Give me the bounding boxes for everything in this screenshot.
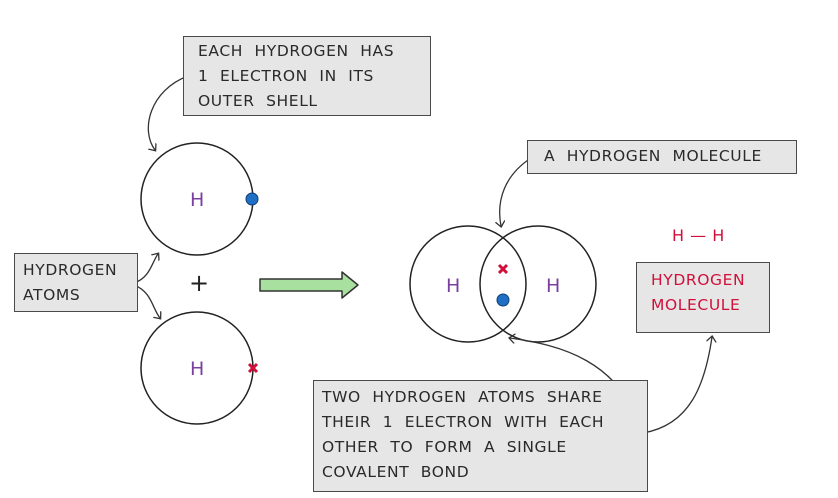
callout-a-hydrogen-molecule: A HYDROGEN MOLECULE [527, 140, 797, 174]
plus-sign: + [189, 269, 209, 297]
reaction-arrow [259, 271, 359, 299]
bottom-atom-electron-cross [247, 362, 259, 374]
callout-two-atoms-share: TWO HYDROGEN ATOMS SHARE THEIR 1 ELECTRO… [313, 380, 648, 492]
callout-line: OTHER TO FORM A SINGLE [322, 438, 567, 456]
callout-line: ATOMS [23, 286, 81, 304]
callout-line: EACH HYDROGEN HAS [198, 42, 395, 60]
molecule-right-shell [479, 225, 597, 343]
arrow-molecule-label-to-shells [500, 157, 532, 226]
molecule-right-label: H [546, 275, 560, 297]
callout-line: A HYDROGEN MOLECULE [544, 147, 762, 165]
arrow-each-to-top-atom [147, 75, 189, 150]
callout-each-hydrogen: EACH HYDROGEN HAS 1 ELECTRON IN ITS OUTE… [183, 36, 431, 116]
callout-line: HYDROGEN [23, 261, 118, 279]
callout-line: HYDROGEN [651, 271, 746, 289]
callout-line: THEIR 1 ELECTRON WITH EACH [322, 413, 605, 431]
bottom-atom-label: H [190, 358, 204, 380]
callout-hydrogen-molecule-red: HYDROGEN MOLECULE [636, 262, 770, 333]
arrow-share-to-red-box [642, 337, 712, 434]
callout-line: MOLECULE [651, 296, 741, 314]
shared-electron-cross [497, 263, 509, 275]
top-atom-label: H [190, 189, 204, 211]
molecule-left-shell [409, 225, 527, 343]
callout-hydrogen-atoms: HYDROGEN ATOMS [14, 253, 138, 312]
callout-line: OUTER SHELL [198, 92, 318, 110]
callout-line: COVALENT BOND [322, 463, 470, 481]
molecule-left-label: H [446, 275, 460, 297]
shared-electron-dot [496, 293, 510, 307]
top-atom-electron-dot [245, 192, 259, 206]
callout-line: 1 ELECTRON IN ITS [198, 67, 374, 85]
callout-line: TWO HYDROGEN ATOMS SHARE [322, 388, 603, 406]
structural-formula: H — H [672, 226, 725, 245]
